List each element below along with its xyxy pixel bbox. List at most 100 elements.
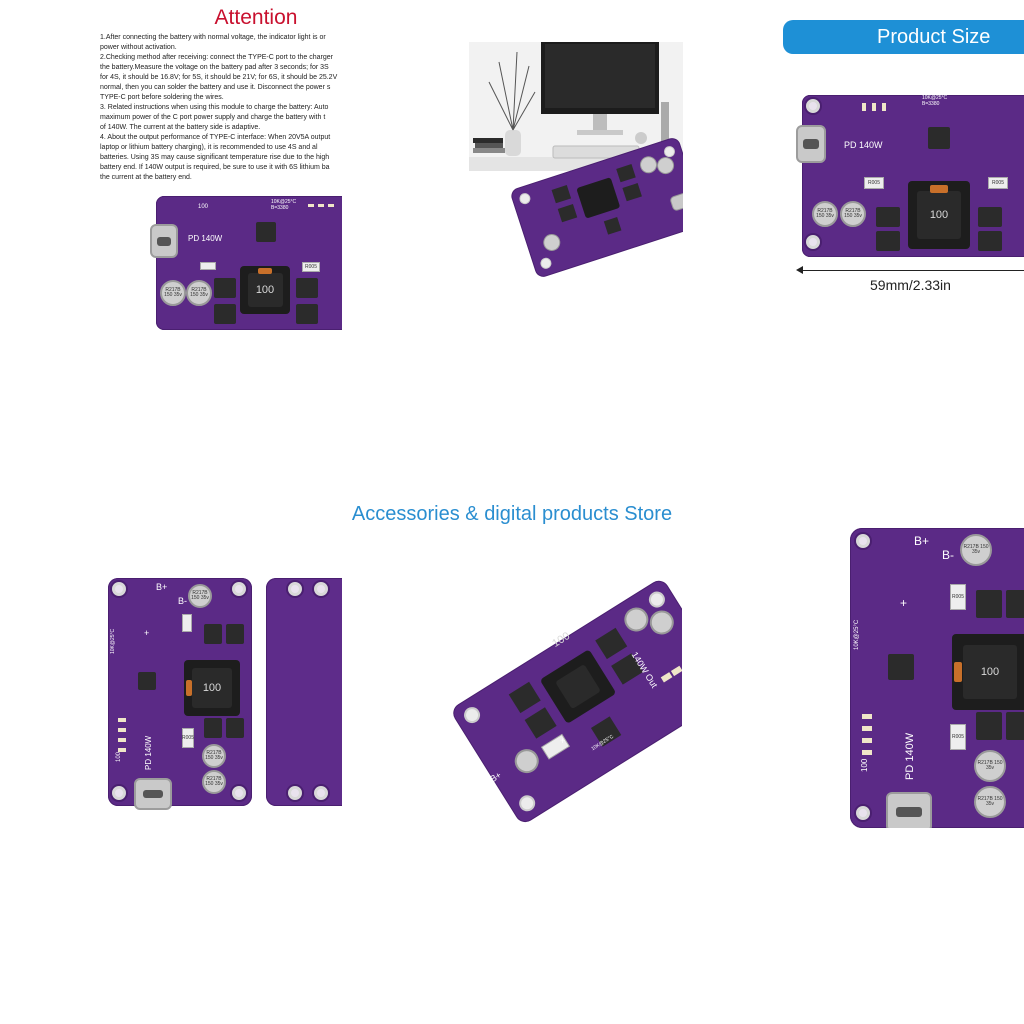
attention-title: Attention: [214, 6, 298, 29]
dimension-width-label: 59mm/2.33in: [870, 277, 951, 293]
shunt-resistor: R005: [950, 724, 966, 750]
attention-line: of 140W. The current at the battery side…: [100, 124, 261, 131]
inductor: 100: [184, 660, 240, 716]
mosfet-chip: [976, 590, 1002, 618]
shunt-resistor: R005: [950, 584, 966, 610]
pcb-back: [266, 578, 342, 806]
mosfet-chip: [296, 304, 318, 324]
mounting-hole: [314, 582, 328, 596]
pcb-angled-desk: [511, 138, 683, 277]
mosfet-chip: [1006, 590, 1024, 618]
mosfet-chip: [214, 278, 236, 298]
pcb-label-100: 100: [116, 751, 122, 762]
mounting-hole: [288, 786, 302, 800]
mosfet-chip: [876, 231, 900, 251]
inductor: 100: [952, 634, 1024, 710]
vase-icon: [488, 51, 536, 156]
desk-photo: [469, 42, 683, 298]
mosfet-chip: [976, 712, 1002, 740]
pcb-label-thermistor-b: B=3380: [922, 101, 940, 107]
dimension-line: [798, 270, 1024, 271]
mosfet-chip: [876, 207, 900, 227]
capacitor: R217B 150 35v: [812, 201, 838, 227]
pcb-label-thermistor-b: B=3380: [271, 205, 289, 211]
mounting-hole: [232, 786, 246, 800]
resistor: [182, 614, 192, 632]
attention-line: batteries. Using 3S may cause significan…: [100, 154, 330, 161]
pcb-image-back-crop: [262, 578, 342, 806]
pcb-label-power: PD 140W: [904, 732, 916, 780]
attention-line: battery end. If 140W output is required,…: [100, 164, 330, 171]
attention-line: 2.Checking method after receiving: conne…: [100, 54, 333, 61]
product-size-badge: Product Size: [783, 20, 1024, 54]
desk-scene: [469, 42, 683, 277]
pcb-label-power: PD 140W: [144, 735, 153, 770]
capacitor: R217B 150 35v: [202, 770, 226, 794]
resistor: [200, 262, 216, 270]
monitor-icon: [541, 42, 659, 135]
mounting-hole: [232, 582, 246, 596]
mosfet-chip: [204, 624, 222, 644]
capacitor: R217B 150 35v: [202, 744, 226, 768]
mounting-hole: [806, 235, 820, 249]
pcb-label-thermistor: 10K@25°C: [271, 199, 297, 205]
pcb-label-100: 100: [198, 204, 209, 210]
mosfet-chip: [204, 718, 222, 738]
mosfet-chip: [296, 278, 318, 298]
pcb-label-100: 100: [860, 758, 869, 772]
mosfet-chip: [1006, 712, 1024, 740]
inductor-label: 100: [917, 191, 961, 239]
pcb-label-power: PD 140W: [188, 234, 223, 243]
pcb-image-vertical-crop: B+ B- + 10K@25°C PD 140W 100 R217B 150 3…: [850, 528, 1024, 828]
usb-c-port: [134, 778, 172, 810]
mounting-hole: [856, 534, 870, 548]
books-icon: [473, 138, 503, 143]
pcb-label-b-plus: B+: [156, 582, 168, 592]
controller-chip: [928, 127, 950, 149]
shunt-resistor: R005: [302, 262, 320, 272]
attention-line: 1.After connecting the battery with norm…: [100, 34, 326, 41]
mounting-hole: [314, 786, 328, 800]
pcb-label-plus-angled: +: [560, 736, 566, 746]
mounting-hole: [112, 582, 126, 596]
inductor-label: 100: [247, 273, 283, 307]
usb-c-port: [150, 224, 178, 258]
store-name: Accessories & digital products Store: [351, 503, 673, 525]
pcb-label-thermistor: 10K@25°C: [110, 628, 116, 654]
mosfet-chip: [978, 207, 1002, 227]
attention-line: laptop or lithium battery charging), it …: [100, 144, 318, 151]
attention-line: TYPE-C port before soldering the wires.: [100, 94, 224, 101]
shunt-resistor: R005: [988, 177, 1008, 189]
pcb-label-plus: +: [144, 628, 150, 638]
attention-line: 4. About the output performance of TYPE-…: [100, 134, 331, 141]
pcb-label-thermistor: 10K@25°C: [922, 95, 948, 101]
controller-chip: [888, 654, 914, 680]
capacitor: R217B 150 35v: [974, 750, 1006, 782]
capacitor: R217B 150 35v: [960, 534, 992, 566]
attention-panel: Attention 1.After connecting the battery…: [98, 0, 342, 330]
mosfet-chip: [214, 304, 236, 324]
pcb-label-power: PD 140W: [844, 140, 883, 150]
pcb-label-b-minus: B-: [942, 548, 954, 562]
capacitor: R217B 150 35v: [974, 786, 1006, 818]
inductor-label: 100: [963, 645, 1017, 699]
mounting-hole: [288, 582, 302, 596]
pcb-image-product-size: PD 140W 10K@25°C B=3380 R005 R005 R217B …: [796, 95, 1024, 257]
pcb-label-b-minus: B-: [178, 596, 187, 606]
pcb-angled-drawing: [453, 580, 682, 823]
attention-line: the current at the battery end.: [100, 174, 192, 181]
capacitor: R217B 150 35v: [186, 280, 212, 306]
clock-icon: [635, 132, 647, 144]
inductor: 100: [240, 266, 290, 314]
capacitor: R217B 150 35v: [188, 584, 212, 608]
attention-line: maximum power of the C port power supply…: [100, 114, 326, 121]
controller-chip: [256, 222, 276, 242]
mosfet-chip: [226, 718, 244, 738]
capacitor: R217B 150 35v: [160, 280, 186, 306]
pcb-label-plus: +: [900, 596, 908, 610]
pcb-image-attention: PD 140W 10K@25°C B=3380 100 100 R005 R21…: [150, 196, 342, 330]
attention-line: for 4S, it should be 16.8V; for 5S, it s…: [100, 74, 338, 81]
shunt-resistor: R005: [864, 177, 884, 189]
mounting-hole: [806, 99, 820, 113]
mounting-hole: [112, 786, 126, 800]
